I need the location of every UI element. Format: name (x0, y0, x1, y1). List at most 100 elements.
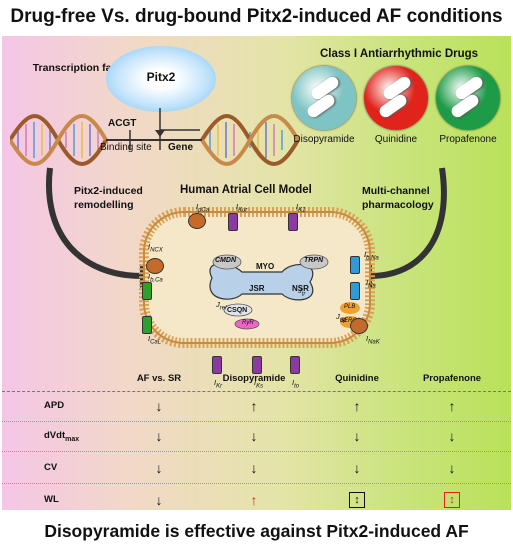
jsr-label: JSR (249, 284, 265, 293)
main-panel: Transcription factor Pitx2 (2, 36, 511, 510)
table-cell-2-2: ↓ (353, 460, 361, 476)
table-cell-3-3: ↕ (444, 492, 460, 508)
table-cell-0-3: ↑ (448, 398, 456, 414)
ito-label: Ito (292, 378, 299, 390)
ibna-subscript: b,Na (366, 255, 379, 262)
table-cell-0-1: ↑ (250, 398, 258, 414)
pitx2-label: Pitx2 (146, 70, 176, 84)
ibca-subscript: b,Ca (150, 277, 163, 284)
table-cell-3-2: ↕ (349, 492, 365, 508)
row-label-text: CV (44, 462, 58, 473)
iks-channel-icon (252, 356, 262, 374)
ina-label: INa (366, 278, 376, 290)
drug-name-2: Propafenone (439, 134, 497, 145)
inak-label: INaK (366, 334, 380, 346)
ibna-label: Ib,Na (364, 250, 379, 262)
table-cell-0-0: ↓ (155, 398, 163, 414)
ibna-channel-icon (350, 256, 360, 274)
table-header-3: Propafenone (422, 373, 482, 384)
cmdn-label: CMDN (215, 257, 236, 264)
ikr-symbol: I (214, 378, 217, 387)
ik1-label: IK1 (296, 202, 305, 214)
table-cell-2-1: ↓ (250, 460, 258, 476)
table-top-divider (2, 391, 511, 392)
pitx2-ellipse (106, 46, 216, 112)
table-divider (2, 421, 511, 422)
incx-label: INCX (148, 242, 163, 254)
jtr-subscript: tr (301, 291, 306, 298)
ik1-subscript: K1 (298, 207, 306, 214)
table-header-0: AF vs. SR (136, 373, 182, 384)
ibca-symbol: I (148, 272, 151, 281)
table-cell-3-1: ↑ (250, 492, 258, 508)
footer-title: Disopyramide is effective against Pitx2-… (0, 513, 513, 550)
table-header-1: Disopyramide (222, 373, 286, 384)
table-cell-0-2: ↑ (353, 398, 361, 414)
csqn-label: CSQN (227, 307, 248, 314)
page-title: Drug-free Vs. drug-bound Pitx2-induced A… (0, 0, 513, 34)
row-label-text: APD (44, 400, 65, 411)
ibca-channel-icon (142, 282, 152, 300)
ipca-label: IpCa (196, 202, 209, 214)
table-row-label-0: APD (44, 400, 64, 411)
table-divider (2, 483, 511, 484)
drug-circle-1 (364, 66, 428, 130)
table-cell-1-0: ↓ (155, 428, 163, 444)
ipca-symbol: I (196, 202, 199, 211)
ikur-subscript: Kur (238, 207, 248, 214)
ik1-channel-icon (288, 213, 298, 231)
table-cell-3-0: ↓ (155, 492, 163, 508)
table-divider (2, 451, 511, 452)
gene-label: Gene (168, 142, 194, 153)
ical-symbol: I (148, 334, 151, 343)
ikr-subscript: Kr (216, 383, 223, 390)
drug-name-1: Quinidine (374, 134, 418, 145)
right-pharmacology-label: Multi-channel pharmacology (362, 185, 434, 211)
drug-name-0: Disopyramide (293, 134, 355, 145)
ipca-subscript: pCa (198, 207, 210, 214)
ibca-label: Ib,Ca (148, 272, 163, 284)
ikr-label: IKr (214, 378, 222, 390)
cell-membrane (139, 207, 375, 348)
table-row-label-2: CV (44, 462, 57, 473)
jrel-symbol: J (216, 300, 220, 309)
left-remodelling-label: Pitx2-induced remodelling (74, 185, 143, 211)
ikr-channel-icon (212, 356, 222, 374)
ito-channel-icon (290, 356, 300, 374)
table-cell-1-1: ↓ (250, 428, 258, 444)
dna-helix-icon (10, 108, 300, 166)
ical-subscript: CaL (150, 339, 162, 346)
jrel-subscript: rel (219, 305, 227, 312)
trpn-label: TRPN (304, 257, 324, 264)
row-label-sub: max (65, 435, 80, 443)
ik1-symbol: I (296, 202, 299, 211)
table-cell-2-0: ↓ (155, 460, 163, 476)
ina-channel-icon (350, 282, 360, 300)
ikur-channel-icon (228, 213, 238, 231)
table-header-2: Quinidine (335, 373, 379, 384)
nsr-label: NSR (292, 284, 309, 293)
ical-label: ICaL (148, 334, 161, 346)
table-row-label-3: WL (44, 494, 59, 505)
acgt-label: ACGT (108, 118, 137, 129)
ito-symbol: I (292, 378, 295, 387)
incx-transporter-icon (146, 258, 164, 274)
table-cell-2-3: ↓ (448, 460, 456, 476)
jtr-symbol: J (298, 286, 302, 295)
ryr-label: RyR (242, 320, 254, 326)
table-row-label-1: dVdtmax (44, 430, 79, 443)
jup-label: Jup (336, 312, 346, 324)
jrel-label: Jrel (216, 300, 226, 312)
iks-symbol: I (254, 378, 257, 387)
plb-label: PLB (344, 304, 356, 310)
drug-circle-0 (292, 66, 356, 130)
inak-subscript: NaK (368, 339, 380, 346)
ikur-symbol: I (236, 202, 239, 211)
table-cell-1-2: ↓ (353, 428, 361, 444)
inak-symbol: I (366, 334, 369, 343)
row-label-text: WL (44, 494, 59, 505)
row-label-text: dVdt (44, 430, 66, 441)
iks-label: IKs (254, 378, 263, 390)
ipca-transporter-icon (188, 213, 206, 229)
cell-title: Human Atrial Cell Model (180, 184, 312, 196)
